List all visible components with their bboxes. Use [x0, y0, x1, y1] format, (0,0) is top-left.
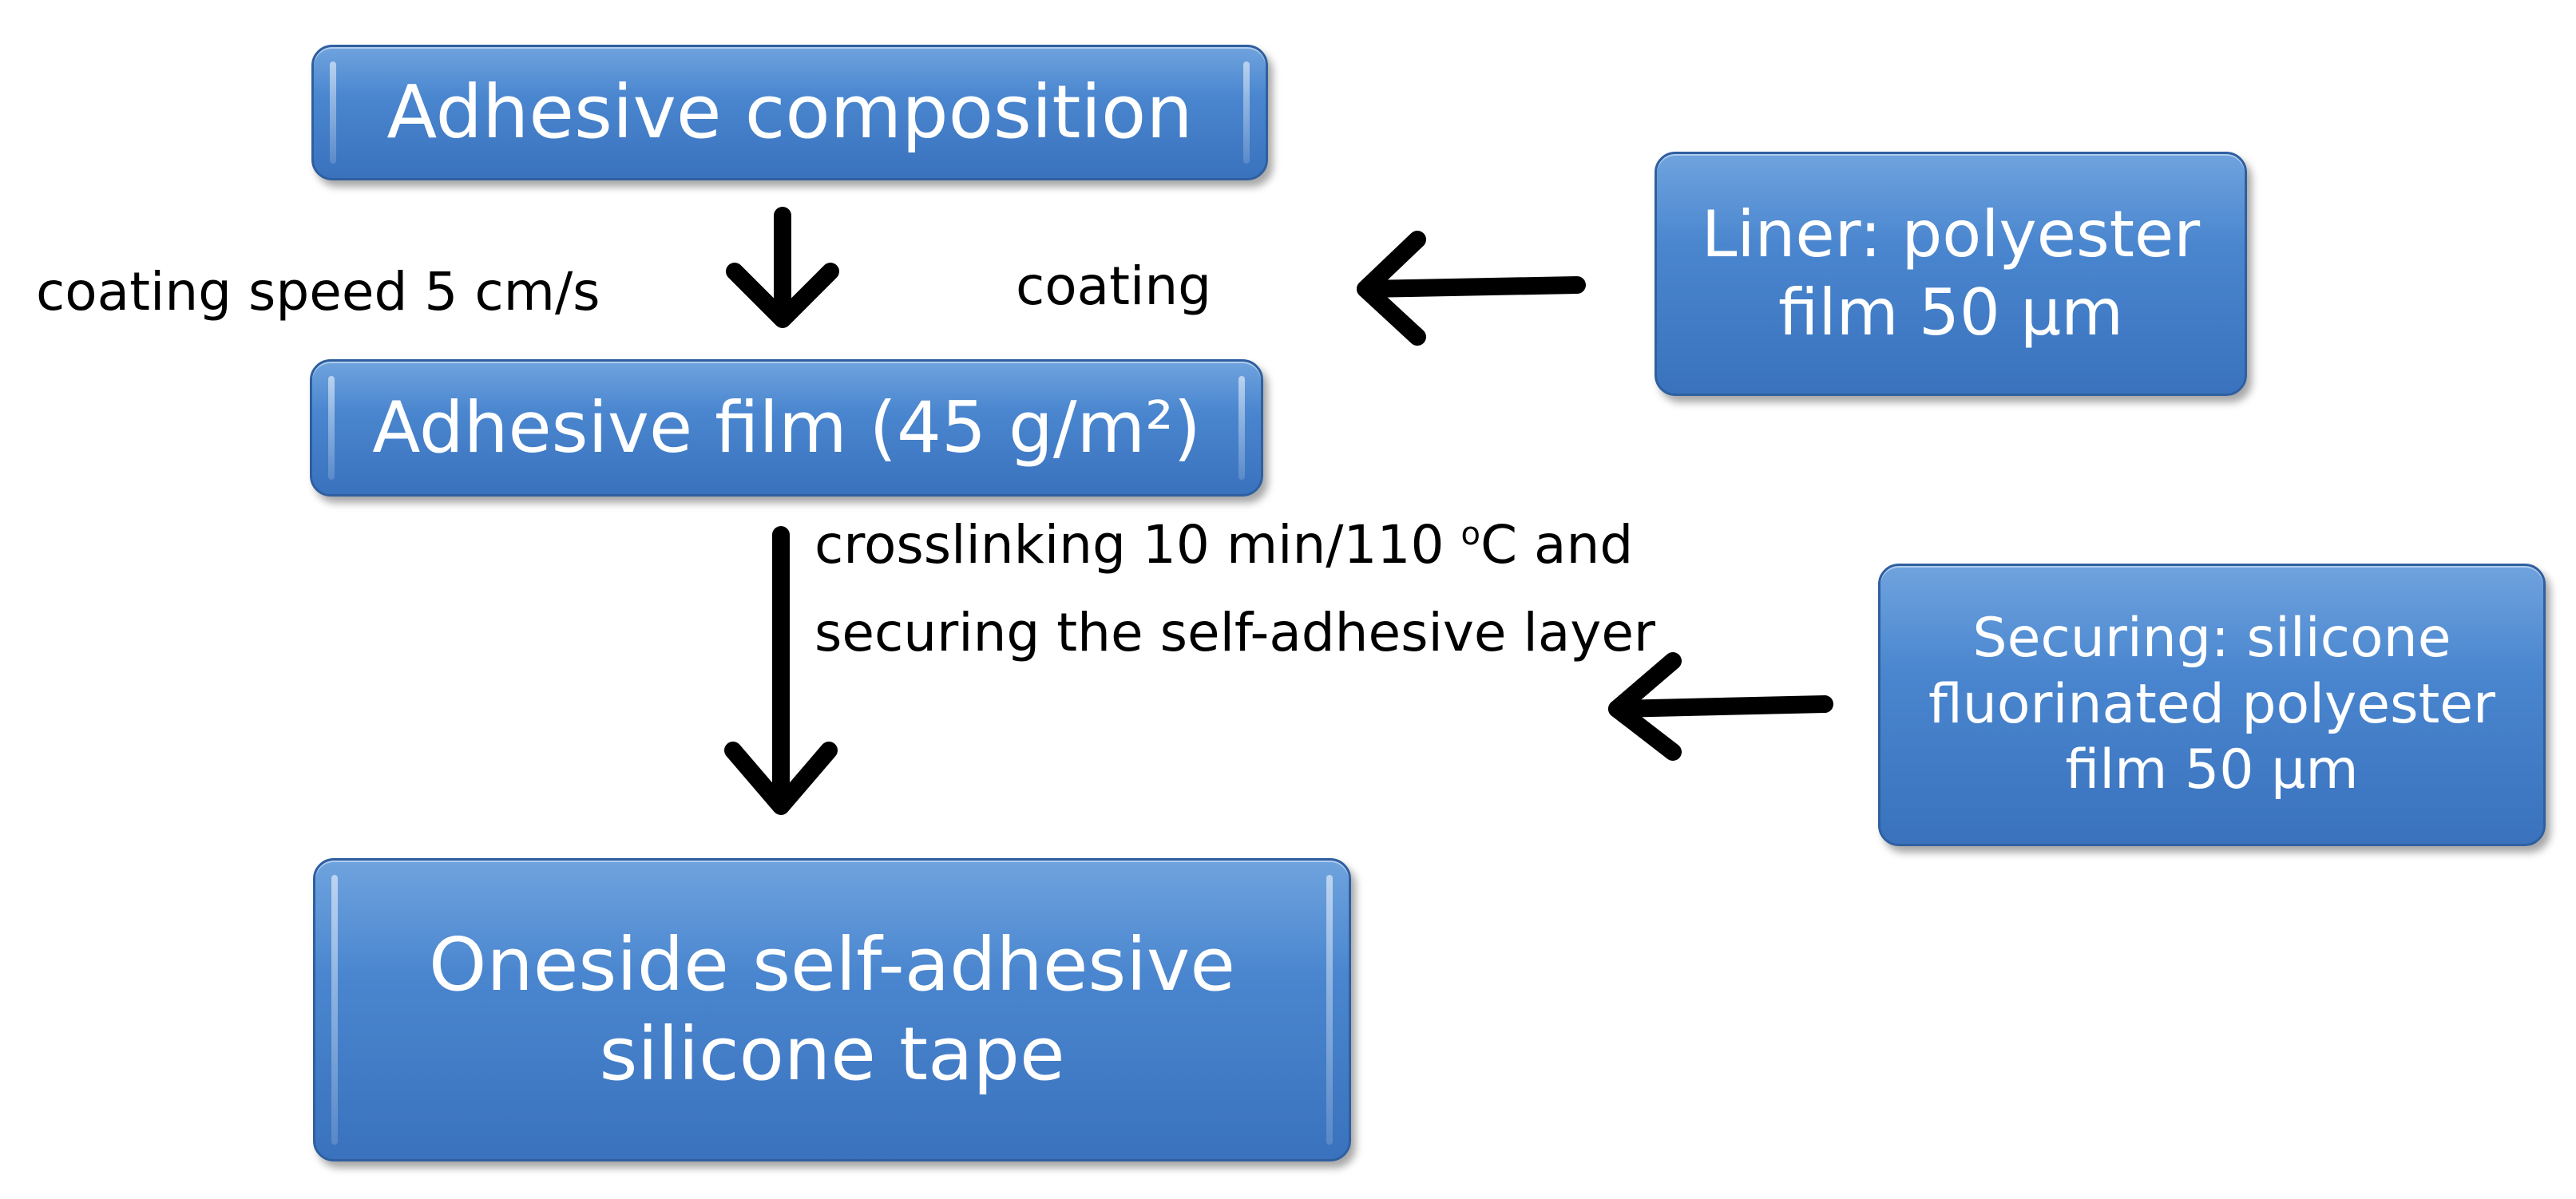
box-liner-line2: film 50 µm: [1777, 275, 2124, 350]
box-highlight: [330, 61, 336, 164]
box-adhesive-film: Adhesive film (45 g/m²): [310, 359, 1263, 497]
label-crosslinking-unit: C and: [1480, 514, 1634, 576]
box-highlight: [1243, 61, 1250, 164]
box-securing-line2: fluorinated polyester: [1928, 672, 2496, 736]
label-crosslinking-degree: o: [1460, 516, 1480, 552]
label-crosslinking: crosslinking 10 min/110 oC and: [814, 512, 1633, 579]
box-securing: Securing: silicone fluorinated polyester…: [1878, 564, 2546, 846]
box-securing-line3: film 50 µm: [2065, 738, 2359, 802]
label-coating: coating: [1016, 255, 1212, 317]
box-silicone-tape: Oneside self-adhesive silicone tape: [313, 858, 1351, 1161]
box-adhesive-film-text: Adhesive film (45 g/m²): [372, 386, 1201, 469]
label-coating-speed: coating speed 5 cm/s: [36, 261, 600, 323]
box-liner-line1: Liner: polyester: [1701, 197, 2201, 272]
box-highlight: [1238, 376, 1245, 480]
box-silicone-tape-line2: silicone tape: [599, 1011, 1065, 1097]
arrow-film-to-tape: [724, 526, 838, 815]
box-highlight: [328, 376, 335, 480]
box-highlight: [331, 875, 338, 1145]
box-highlight: [1326, 875, 1333, 1145]
arrow-securing-to-process: [1608, 652, 1833, 761]
box-silicone-tape-line1: Oneside self-adhesive: [429, 921, 1235, 1007]
box-securing-line1: Securing: silicone: [1972, 606, 2451, 670]
label-crosslinking-text: crosslinking 10 min/110: [814, 514, 1461, 576]
box-adhesive-composition-text: Adhesive composition: [386, 69, 1193, 155]
label-securing-layer: securing the self-adhesive layer: [814, 602, 1656, 663]
box-liner: Liner: polyester film 50 µm: [1655, 152, 2247, 396]
arrow-composition-to-film: [726, 207, 839, 328]
box-adhesive-composition: Adhesive composition: [311, 45, 1268, 180]
arrow-liner-to-coating: [1357, 231, 1586, 346]
